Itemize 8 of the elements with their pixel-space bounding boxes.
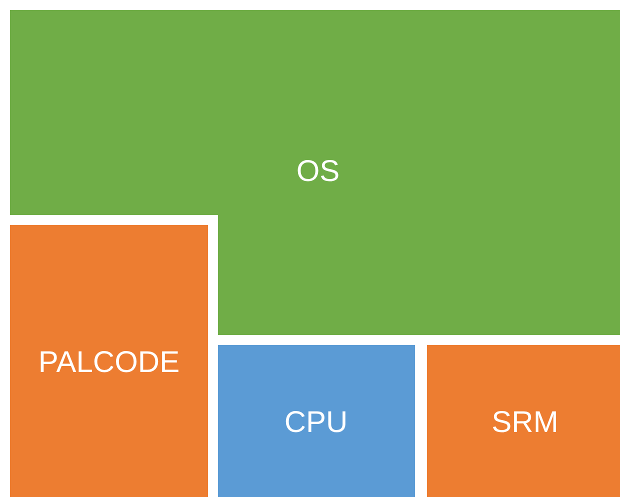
layer-label: CPU bbox=[284, 406, 348, 440]
layer-block bbox=[427, 345, 620, 497]
layer-label: OS bbox=[296, 155, 340, 189]
layer-block bbox=[10, 10, 620, 335]
layer-block bbox=[10, 225, 208, 497]
layer-label: SRM bbox=[492, 406, 558, 440]
layer-block bbox=[218, 345, 415, 497]
layer-label: PALCODE bbox=[38, 346, 180, 380]
